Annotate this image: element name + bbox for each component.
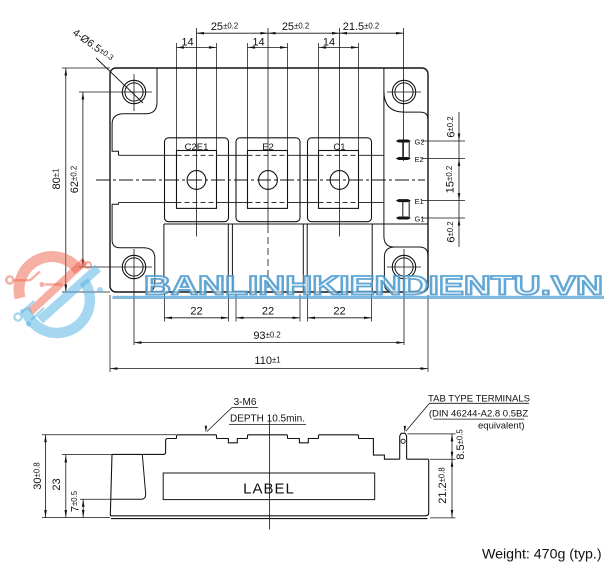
svg-text:6±0.2: 6±0.2 xyxy=(446,221,458,242)
svg-text:25±0.2: 25±0.2 xyxy=(282,21,309,33)
svg-text:22: 22 xyxy=(333,306,345,318)
svg-text:15±0.2: 15±0.2 xyxy=(445,166,457,193)
svg-text:(DIN 46244-A2.8 0.5BZ: (DIN 46244-A2.8 0.5BZ xyxy=(429,409,528,420)
svg-text:14: 14 xyxy=(181,37,193,49)
svg-text:22: 22 xyxy=(190,306,202,318)
svg-text:25±0.2: 25±0.2 xyxy=(211,21,238,33)
svg-text:30±0.8: 30±0.8 xyxy=(32,462,44,489)
svg-text:7±0.5: 7±0.5 xyxy=(70,490,82,512)
svg-text:93±0.2: 93±0.2 xyxy=(253,330,280,342)
svg-text:8.5±0.5: 8.5±0.5 xyxy=(455,429,467,460)
svg-text:G2: G2 xyxy=(415,138,425,147)
svg-text:110±1: 110±1 xyxy=(254,355,280,367)
svg-text:62±0.2: 62±0.2 xyxy=(69,166,81,193)
svg-text:TAB TYPE TERMINALS: TAB TYPE TERMINALS xyxy=(428,394,530,405)
svg-text:23: 23 xyxy=(51,478,63,490)
svg-text:21.5±0.2: 21.5±0.2 xyxy=(343,21,380,33)
svg-text:DEPTH 10.5min.: DEPTH 10.5min. xyxy=(230,414,305,425)
svg-text:14: 14 xyxy=(323,37,335,49)
svg-text:G1: G1 xyxy=(415,215,425,224)
svg-text:6±0.2: 6±0.2 xyxy=(446,116,458,137)
svg-text:14: 14 xyxy=(252,37,264,49)
svg-text:80±1: 80±1 xyxy=(51,169,63,190)
svg-text:Weight: 470g (typ.): Weight: 470g (typ.) xyxy=(482,547,602,563)
svg-text:E2: E2 xyxy=(415,155,424,164)
svg-text:22: 22 xyxy=(262,306,274,318)
svg-text:equivalent): equivalent) xyxy=(478,421,524,432)
svg-text:3-M6: 3-M6 xyxy=(234,397,257,408)
svg-text:21.2±0.8: 21.2±0.8 xyxy=(437,467,449,504)
svg-text:E1: E1 xyxy=(415,197,424,206)
svg-text:LABEL: LABEL xyxy=(243,481,295,498)
